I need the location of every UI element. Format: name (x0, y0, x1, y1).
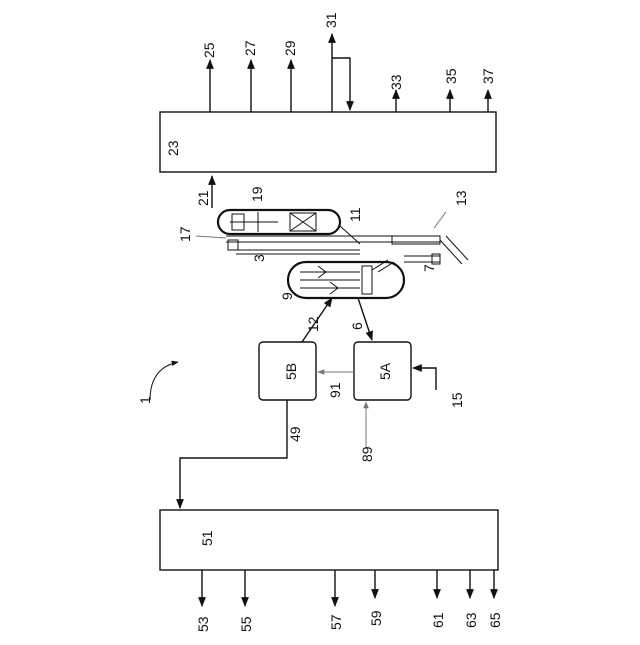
system-1-leader (150, 362, 178, 400)
upper-reactor (218, 210, 340, 234)
stream-31-recycle (332, 58, 350, 110)
lift-pipe (392, 236, 440, 244)
stream-6-arrow (358, 298, 372, 340)
stream-11-line (340, 226, 360, 244)
stream-12-label: 12 (305, 316, 321, 332)
stream-89-label: 89 (359, 446, 375, 462)
stream-91-label: 91 (327, 382, 343, 398)
stream-35-label: 35 (443, 68, 459, 84)
stream-15-label: 15 (449, 392, 465, 408)
stream-15-arrow (413, 368, 436, 390)
unit-23-label: 23 (165, 140, 181, 156)
system-1-label: 1 (137, 396, 153, 404)
stream-31-label: 31 (323, 12, 339, 28)
unit-23-box (160, 112, 496, 172)
stream-65-label: 65 (487, 612, 503, 628)
stream-11-label: 11 (347, 207, 363, 222)
lower-regenerator (288, 260, 404, 298)
stream-59-label: 59 (368, 610, 384, 626)
stream-49-label: 49 (287, 426, 303, 442)
box-5A-label: 5A (377, 362, 393, 380)
stream-49-arrow (180, 400, 287, 508)
stream-57-label: 57 (328, 614, 344, 630)
stream-7-label: 7 (421, 264, 437, 272)
stream-17-leader (196, 236, 226, 238)
box-5B-label: 5B (283, 363, 299, 380)
stream-55-label: 55 (238, 616, 254, 632)
stream-63-label: 63 (463, 612, 479, 628)
stream-19-label: 19 (249, 186, 265, 202)
stream-9-label: 9 (279, 292, 295, 300)
stream-27-label: 27 (242, 40, 258, 56)
stream-53-label: 53 (195, 616, 211, 632)
stream-29-label: 29 (282, 40, 298, 56)
stream-6-label: 6 (349, 322, 365, 330)
stream-3-label: 3 (251, 254, 267, 262)
stream-13-leader (440, 240, 462, 264)
stream-17-label: 17 (177, 226, 193, 242)
stream-33-label: 33 (388, 74, 404, 90)
stream-21-label: 21 (195, 190, 211, 206)
stream-61-label: 61 (430, 612, 446, 628)
stream-37-label: 37 (480, 68, 496, 84)
stream-13-label: 13 (453, 190, 469, 206)
unit-51-label: 51 (199, 530, 215, 546)
stream-25-label: 25 (201, 42, 217, 58)
